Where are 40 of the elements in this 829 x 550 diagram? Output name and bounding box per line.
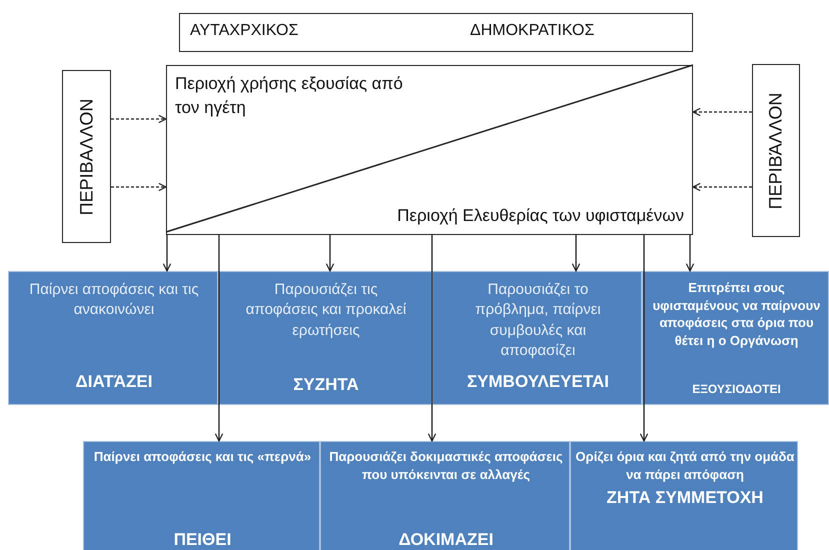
style-name: ΖΗΤΑ ΣΥΜΜΕΤΟΧΗ — [606, 488, 764, 508]
arrow — [692, 182, 752, 192]
arrow — [640, 235, 648, 442]
arrow — [162, 235, 172, 272]
style-description: Παρουσιάζει δοκιμαστικές αποφάσεις που υπόκεινται σε αλλαγές — [328, 448, 564, 484]
arrow — [111, 114, 167, 124]
arrow — [326, 235, 334, 272]
style-name: ΔΟΚΙΜΑΖΕΙ — [398, 530, 494, 550]
arrow — [214, 235, 224, 442]
style-name: ΠΕΙΘΕΙ — [172, 530, 232, 550]
style-box — [8, 271, 218, 405]
style-description: Επιτρέπει σους υφισταμένους να παίρνουν αποφάσεις στα όρια που θέτει η ο Οργάνωση — [652, 279, 822, 350]
style-description: Παίρνει αποφάσεις και τις «περνά» — [92, 448, 312, 466]
scale-label: ΔΗΜΟΚΡΑΤΙΚΟΣ — [470, 22, 594, 40]
arrow — [686, 235, 694, 272]
style-description: Ορίζει όρια και ζητά από την ομάδα να πάρει απόφαση — [575, 448, 795, 484]
style-box — [218, 271, 432, 405]
environment-label: ΠΕΡΙΒΆΛΛΟΝ — [766, 92, 786, 209]
environment-box — [752, 64, 800, 237]
style-name: ΔΙΑΤΆΖΕΙ — [74, 372, 154, 392]
style-box — [320, 441, 570, 550]
style-description: Παίρνει αποφάσεις και τις ανακοινώνει — [28, 280, 200, 320]
arrow — [428, 235, 436, 442]
style-description: Παρουσιάζει τις αποφάσεις και προκαλεί ερωτήσεις — [244, 280, 408, 340]
style-box — [642, 271, 829, 405]
style-name: ΣΥΜΒΟΥΛΕΥΕΤΑΙ — [466, 372, 610, 392]
style-box — [432, 271, 642, 405]
arrow — [111, 182, 167, 192]
region-label: Περιοχή Ελευθερίας των υφισταμένων — [396, 205, 684, 228]
style-name: ΣΥΖΗΤΑ — [292, 375, 360, 395]
scale-label: ΑΥΤΑΧΡΧΙΚΟΣ — [190, 22, 298, 40]
arrow — [572, 235, 580, 272]
style-name: ΕΞΟΥΣΙΟΔΟΤΕΙ — [691, 382, 782, 396]
environment-label: ΠΕΡΙΒΑΛΛΟΝ — [76, 98, 97, 215]
scale-box — [179, 13, 693, 52]
style-box — [83, 441, 320, 550]
environment-box — [62, 70, 111, 243]
style-box — [570, 441, 798, 550]
arrow — [692, 108, 752, 116]
style-description: Παρουσιάζει το πρόβλημα, παίρνει συμβουλές και αποφασίζει — [474, 280, 602, 361]
